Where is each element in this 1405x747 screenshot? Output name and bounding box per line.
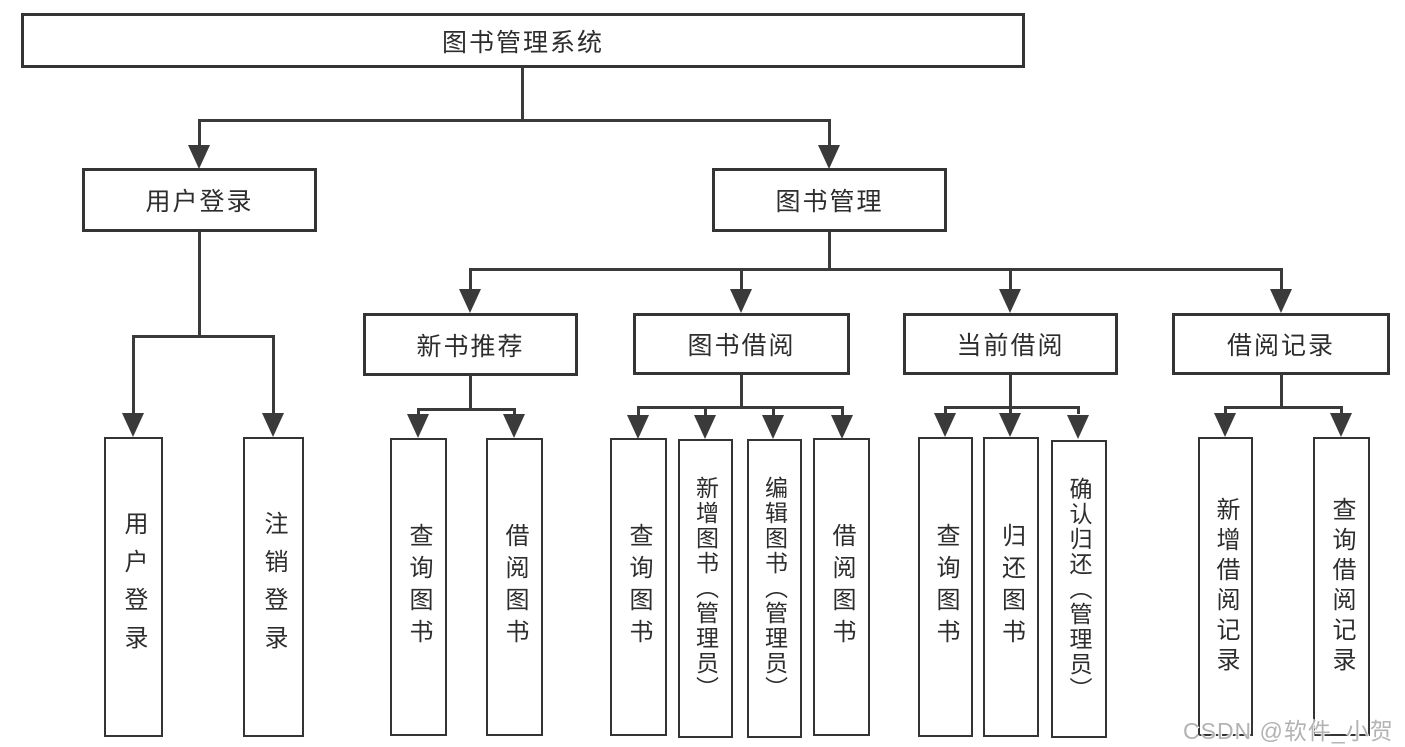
connector-g5-split xyxy=(1224,406,1342,409)
leaf-query-borrow-record: 查询借阅记录 xyxy=(1313,437,1370,736)
leaf-borrow-book-2: 借阅图书 xyxy=(813,438,870,736)
arrowhead-current-borrow xyxy=(999,289,1021,313)
arrowhead-g3-1 xyxy=(627,415,649,439)
connector-g3-drop-1 xyxy=(637,406,640,415)
connector-root-stem xyxy=(521,67,524,120)
connector-drop-new-book xyxy=(469,268,472,292)
connector-drop-current-borrow xyxy=(1009,268,1012,292)
arrowhead-g2-1 xyxy=(407,414,429,438)
leaf-query-book-1: 查询图书 xyxy=(390,438,447,736)
connector-drop-borrow-record xyxy=(1280,268,1283,292)
leaf-confirm-return-admin: 确认归还（管理员） xyxy=(1051,440,1107,738)
node-new-book-recommend: 新书推荐 xyxy=(363,313,578,376)
connector-g3-split xyxy=(637,406,844,409)
node-book-management: 图书管理 xyxy=(712,168,947,232)
arrowhead-borrow-record xyxy=(1270,289,1292,313)
leaf-query-book-2: 查询图书 xyxy=(610,438,667,736)
arrowhead-user-login xyxy=(188,145,210,169)
leaf-borrow-book-1: 借阅图书 xyxy=(486,438,543,736)
arrowhead-g2-2 xyxy=(503,414,525,438)
connector-g3-drop-3 xyxy=(772,406,775,415)
arrowhead-book-borrow xyxy=(730,289,752,313)
connector-drop-user-login xyxy=(198,119,201,149)
connector-g2-drop-2 xyxy=(513,408,516,416)
connector-g3-drop-4 xyxy=(841,406,844,415)
connector-bookmgmt-stem xyxy=(828,231,831,271)
connector-level3-split xyxy=(469,268,1283,271)
leaf-add-borrow-record: 新增借阅记录 xyxy=(1198,437,1253,736)
arrowhead-g4-3 xyxy=(1067,415,1089,439)
arrowhead-g4-2 xyxy=(999,413,1021,437)
arrowhead-book-mgmt xyxy=(818,145,840,169)
arrowhead-g4-1 xyxy=(934,413,956,437)
leaf-logout-login: 注销登录 xyxy=(243,437,304,737)
arrowhead-g1-1 xyxy=(122,413,144,437)
connector-g5-drop-2 xyxy=(1340,406,1343,414)
connector-g1-drop-1 xyxy=(132,335,135,419)
leaf-query-book-3: 查询图书 xyxy=(918,437,973,737)
arrowhead-g3-3 xyxy=(762,415,784,439)
connector-g3-stem xyxy=(740,374,743,408)
arrowhead-g5-1 xyxy=(1214,413,1236,437)
connector-g3-drop-2 xyxy=(704,406,707,415)
connector-g4-drop-1 xyxy=(944,406,947,414)
connector-drop-book-mgmt xyxy=(828,119,831,149)
connector-g4-drop-3 xyxy=(1077,406,1080,414)
connector-g2-stem xyxy=(469,375,472,410)
connector-g1-split xyxy=(132,335,275,338)
leaf-edit-book-admin: 编辑图书（管理员） xyxy=(747,439,802,738)
leaf-return-book: 归还图书 xyxy=(983,437,1039,737)
arrowhead-g1-2 xyxy=(262,413,284,437)
node-root: 图书管理系统 xyxy=(21,13,1025,68)
arrowhead-g5-2 xyxy=(1330,413,1352,437)
connector-g4-split xyxy=(944,406,1080,409)
connector-g1-drop-2 xyxy=(272,335,275,419)
connector-g4-stem xyxy=(1009,374,1012,408)
connector-level1-split xyxy=(198,119,831,122)
connector-g4-drop-2 xyxy=(1009,406,1012,414)
node-book-borrow: 图书借阅 xyxy=(633,313,850,375)
arrowhead-g3-4 xyxy=(831,415,853,439)
connector-g5-stem xyxy=(1280,374,1283,408)
connector-g2-drop-1 xyxy=(417,408,420,416)
node-borrow-record: 借阅记录 xyxy=(1172,313,1390,375)
arrowhead-g3-2 xyxy=(694,415,716,439)
csdn-watermark: CSDN @软件_小贺同学 xyxy=(1183,718,1394,744)
leaf-add-book-admin: 新增图书（管理员） xyxy=(678,439,733,738)
arrowhead-new-book xyxy=(459,289,481,313)
connector-g2-split xyxy=(417,408,516,411)
leaf-user-login: 用户登录 xyxy=(104,437,163,737)
node-user-login: 用户登录 xyxy=(82,168,317,232)
connector-g5-drop-1 xyxy=(1224,406,1227,414)
node-current-borrow: 当前借阅 xyxy=(903,313,1118,375)
connector-userlogin-stem xyxy=(198,231,201,337)
connector-drop-book-borrow xyxy=(740,268,743,292)
